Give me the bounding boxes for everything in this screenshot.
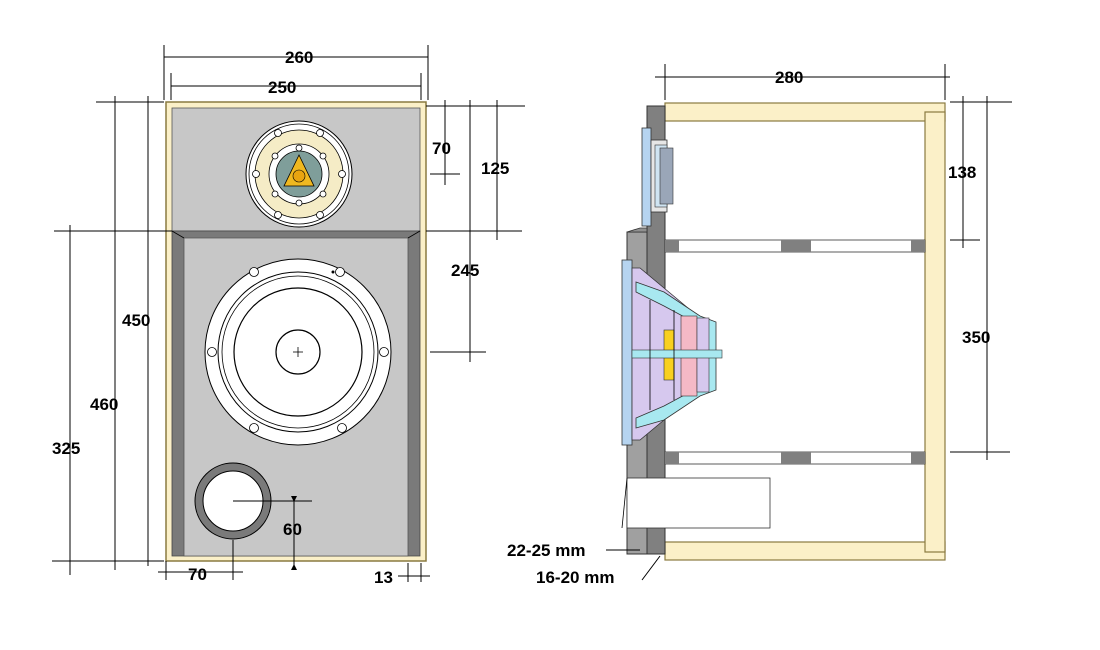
- dim-woofer-offset: 245: [451, 261, 479, 280]
- dim-front-baffle-thickness: 22-25 mm: [507, 541, 585, 560]
- screw-icon: [316, 129, 324, 137]
- screw-icon: [338, 170, 346, 178]
- side-view: 280 138 350 22-25 mm 16-20 mm: [507, 64, 1012, 587]
- dim-depth: 280: [775, 68, 803, 87]
- screw-icon: [207, 347, 217, 357]
- dim-lower-section: 325: [52, 439, 80, 458]
- screw-icon: [252, 170, 260, 178]
- screw-icon: [337, 423, 347, 433]
- screw-icon: [295, 144, 303, 152]
- screw-icon: [319, 190, 327, 198]
- dim-upper-chamber: 138: [948, 163, 976, 182]
- front-view: 260 250 70 125 245 450 460 325: [52, 45, 525, 587]
- bottom-panel: [664, 541, 946, 561]
- dim-inner-height: 450: [122, 311, 150, 330]
- screw-icon: [316, 211, 324, 219]
- screw-icon: [379, 347, 389, 357]
- top-panel: [664, 102, 946, 122]
- tweeter-side: [641, 127, 674, 227]
- dim-second-baffle-thickness: 16-20 mm: [536, 568, 614, 587]
- screw-icon: [249, 267, 259, 277]
- dim-side-thickness: 13: [374, 568, 393, 587]
- woofer-side: [621, 259, 723, 446]
- dim-inner-width: 250: [268, 78, 296, 97]
- screw-icon: [319, 152, 327, 160]
- dim-port-height: 60: [283, 520, 302, 539]
- woofer: [204, 258, 392, 446]
- screw-icon: [249, 423, 259, 433]
- back-panel: [924, 111, 946, 553]
- screw-icon: [295, 199, 303, 207]
- screw-icon: [274, 211, 282, 219]
- dim-tweeter-offset: 70: [432, 139, 451, 158]
- dim-upper-baffle: 125: [481, 159, 509, 178]
- dim-lower-chamber: 350: [962, 328, 990, 347]
- dim-port-offset: 70: [188, 565, 207, 584]
- tweeter: [245, 120, 353, 228]
- port-tube-side: [626, 477, 771, 529]
- screw-icon: [274, 129, 282, 137]
- screw-icon: [335, 267, 345, 277]
- screw-icon: [271, 190, 279, 198]
- dim-outer-width: 260: [285, 48, 313, 67]
- screw-icon: [271, 152, 279, 160]
- dim-outer-height: 460: [90, 395, 118, 414]
